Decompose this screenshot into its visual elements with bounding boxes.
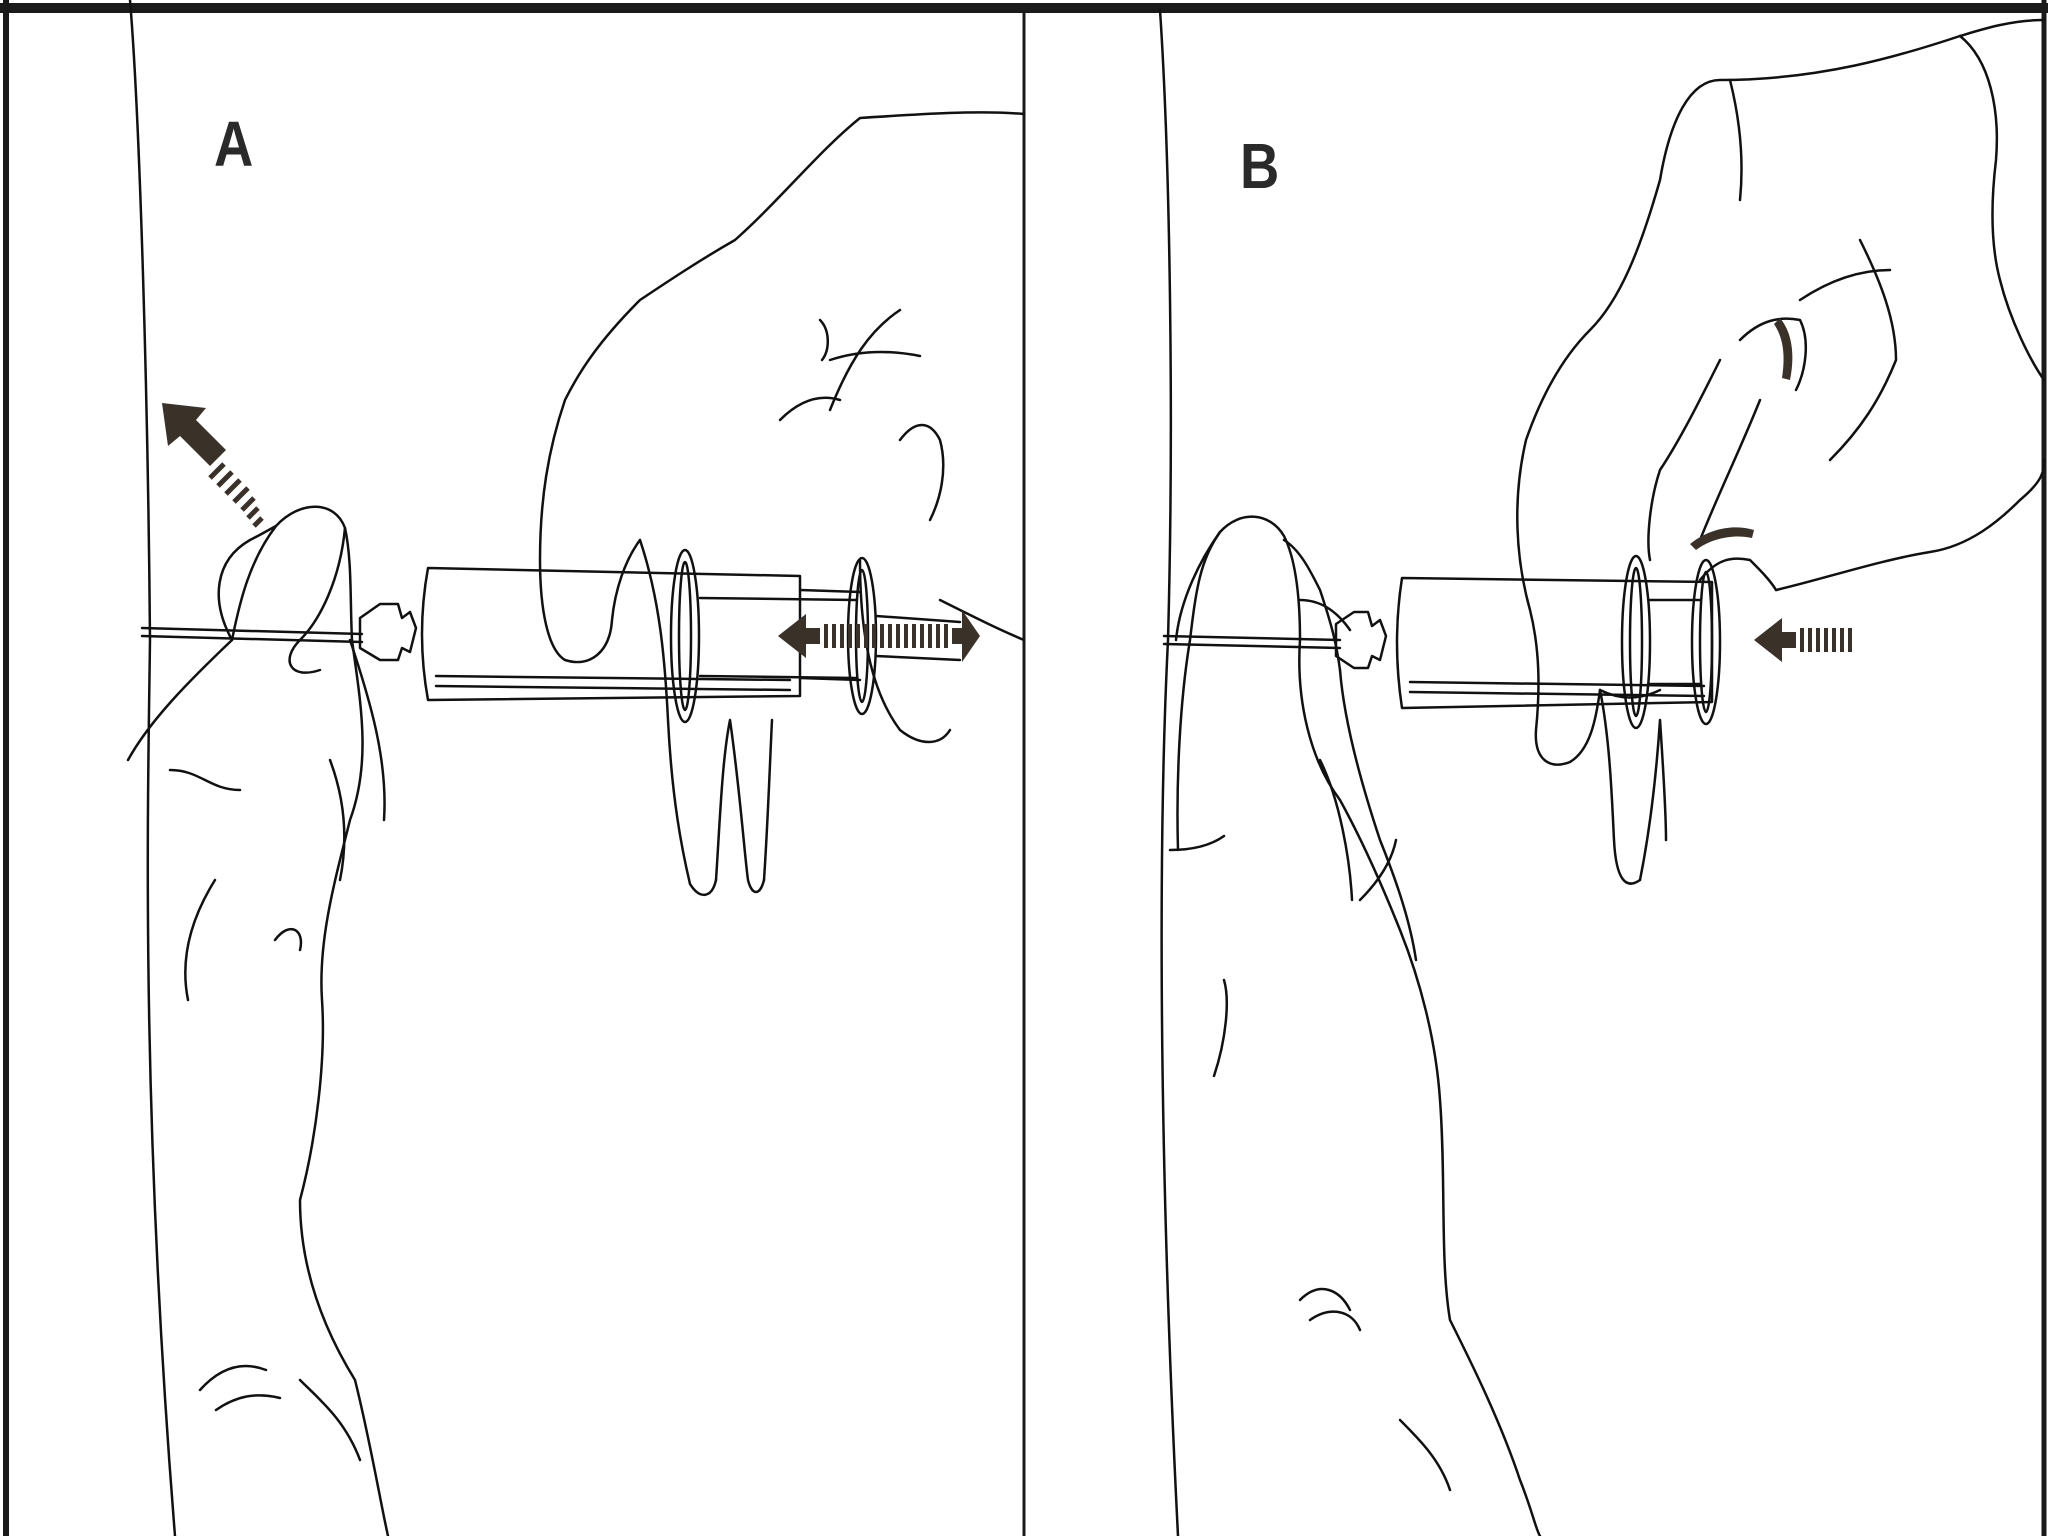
panel-label-b: B [1240,130,1280,202]
barrel-flange-a [669,548,701,724]
syringe-barrel-b [1395,576,1714,710]
panel-label-a: A [214,108,254,180]
right-hand-b [1516,18,2046,766]
needle-b [1162,634,1342,650]
left-hand-b [1176,515,1542,1536]
arm-outline-a [128,0,177,1536]
arrows-panel-a [162,403,980,662]
barrel-flange-b [1620,554,1652,730]
needle-a [140,626,364,644]
panel-b [1158,8,2046,1536]
right-hand-a [538,111,1026,664]
syringe-hub-b [1334,610,1388,670]
plunger-b [1648,558,1722,726]
withdraw-arrow-a [162,403,264,528]
panel-a [126,0,1026,1536]
left-hand-a [126,505,390,1536]
plunger-push-arrow-b [1754,618,1852,662]
arm-outline-b [1158,8,1180,1536]
fingertip-shading-b [1690,318,1793,550]
plunger-motion-arrow-a [778,610,980,662]
syringe-barrel-a [420,566,862,702]
syringe-hub-a [358,602,418,662]
